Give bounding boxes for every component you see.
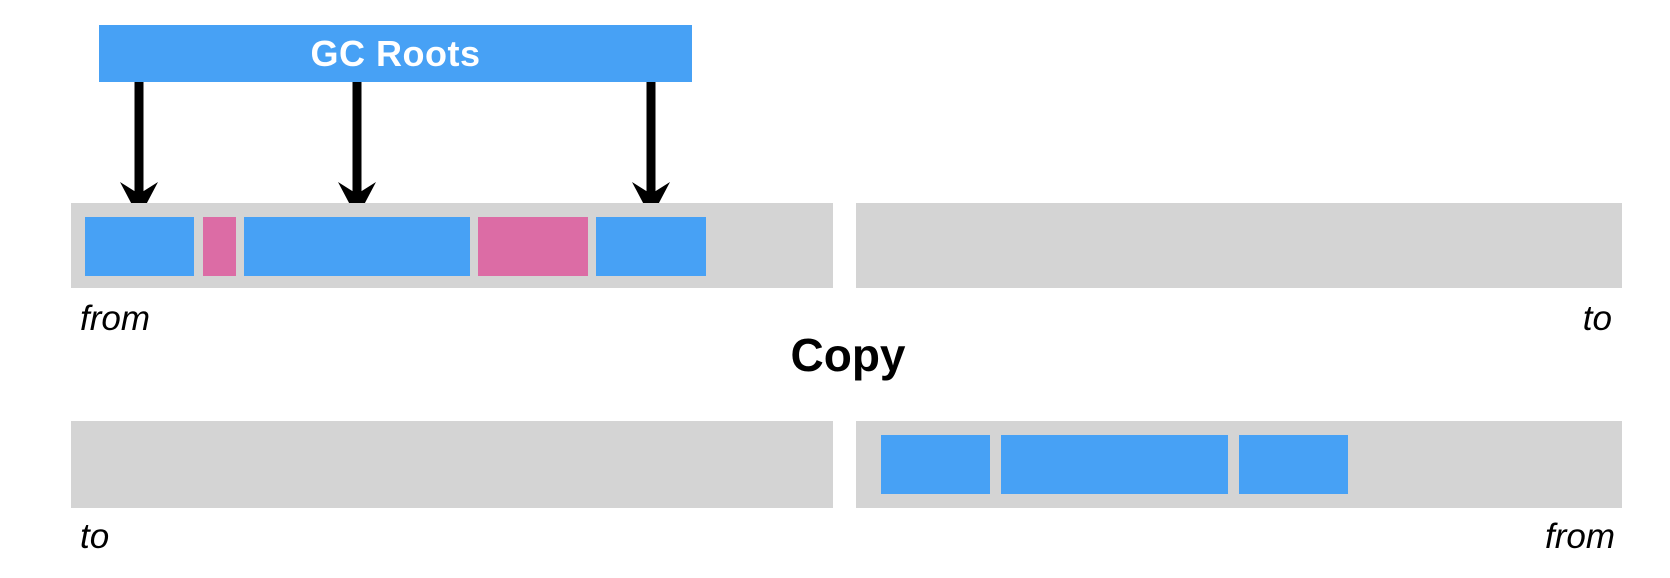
- heap-block-live: [85, 217, 194, 276]
- heap-block-live: [1239, 435, 1348, 494]
- heap-block-dead: [203, 217, 236, 276]
- heap-block-live: [1001, 435, 1228, 494]
- root-pointer-arrow: [632, 82, 670, 218]
- heap-space-before-from: [71, 203, 833, 288]
- copy-step-label: Copy: [790, 329, 906, 381]
- space-label-after-to: to: [80, 517, 110, 556]
- heap-space-after-to: [71, 421, 833, 508]
- root-pointer-arrow: [120, 82, 158, 218]
- space-label-after-from: from: [1545, 517, 1615, 556]
- heap-block-dead: [478, 217, 588, 276]
- heap-block-live: [881, 435, 990, 494]
- heap-space-before-to: [856, 203, 1622, 288]
- gc-roots-box: GC Roots: [99, 25, 692, 82]
- root-pointer-arrow: [338, 82, 376, 218]
- heap-space-after-from: [856, 421, 1622, 508]
- heap-block-live: [244, 217, 470, 276]
- heap-block-live: [596, 217, 706, 276]
- space-label-before-from: from: [80, 299, 150, 338]
- space-label-before-to: to: [1582, 299, 1612, 338]
